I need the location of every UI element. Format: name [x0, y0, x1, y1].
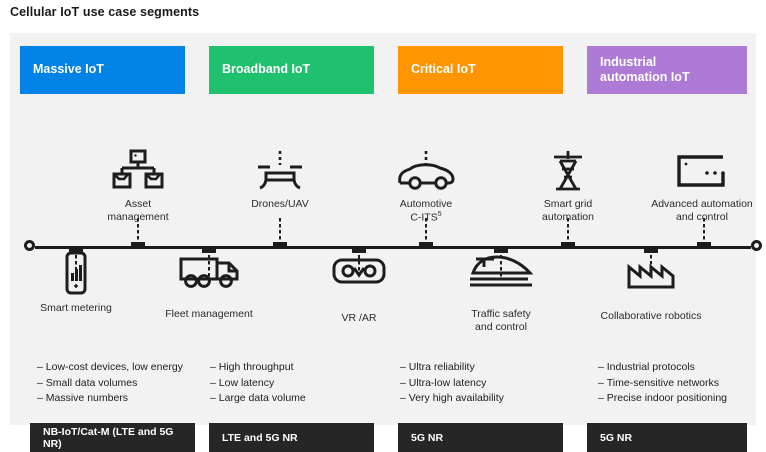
bullet-item: Massive numbers — [37, 391, 183, 407]
node-collaborative-robotics[interactable]: Collaborative robotics — [576, 253, 726, 323]
timeline-axis — [24, 240, 762, 251]
connector-stem-fleet-management — [202, 249, 216, 277]
connector-stem-automotive-cits — [419, 218, 433, 246]
technology-box-massive-iot: NB-IoT/Cat-M (LTE and 5G NR) — [30, 423, 195, 452]
bullet-item: Low-cost devices, low energy — [37, 360, 183, 376]
bullet-item: Ultra-low latency — [400, 376, 504, 392]
power-pylon-icon — [493, 141, 643, 193]
technology-label: NB-IoT/Cat-M (LTE and 5G NR) — [43, 425, 174, 450]
diagram-panel: Massive IoT Broadband IoT Critical IoT I… — [10, 33, 762, 452]
node-label: Automotive C-ITS5 — [399, 198, 453, 224]
node-traffic-safety-and-control[interactable]: Traffic safety and control — [426, 251, 576, 334]
node-label: Smart grid automation — [542, 198, 594, 224]
segment-chip-label: Industrial automation IoT — [600, 54, 690, 84]
segment-chip-row: Massive IoT Broadband IoT Critical IoT I… — [20, 46, 747, 94]
axis-line — [35, 246, 751, 249]
segment-chip-label: Critical IoT — [411, 62, 476, 77]
node-label: Advanced automation and control — [651, 198, 753, 224]
connector-stem-smart-grid-automation — [561, 218, 575, 246]
node-label: Fleet management — [165, 308, 253, 320]
bullet-item: Large data volume — [210, 391, 306, 407]
technology-box-broadband-iot: LTE and 5G NR — [209, 423, 374, 452]
node-label: Collaborative robotics — [600, 310, 702, 322]
car-icon — [351, 141, 501, 193]
node-advanced-automation-and-control[interactable]: Advanced automation and control — [627, 141, 766, 224]
connector-stem-traffic-safety — [494, 249, 508, 277]
node-vr-ar[interactable]: VR /AR — [284, 255, 434, 325]
node-label: VR /AR — [341, 312, 377, 324]
truck-icon — [134, 251, 284, 303]
node-drones-uav[interactable]: Drones/UAV — [205, 141, 355, 211]
smart-meter-icon — [1, 245, 151, 297]
bullet-list-critical-iot: Ultra reliability Ultra-low latency Very… — [400, 360, 504, 407]
segment-chip-label: Massive IoT — [33, 62, 104, 77]
technology-label: 5G NR — [411, 431, 444, 444]
node-smart-grid-automation[interactable]: Smart grid automation — [493, 141, 643, 224]
bullet-item: Time-sensitive networks — [598, 376, 727, 392]
connector-stem-collaborative-robotics — [644, 249, 658, 277]
axis-endpoint-left-icon — [24, 240, 35, 251]
bullet-item: Very high availability — [400, 391, 504, 407]
bullet-list-broadband-iot: High throughput Low latency Large data v… — [210, 360, 306, 407]
bullet-item: Low latency — [210, 376, 306, 392]
connector-stem-asset-management — [131, 218, 145, 246]
technology-box-critical-iot: 5G NR — [398, 423, 563, 452]
infographic-root: Cellular IoT use case segments Massive I… — [0, 0, 766, 434]
automation-panel-icon — [627, 141, 766, 193]
node-label: Asset management — [107, 198, 169, 224]
technology-box-industrial-automation-iot: 5G NR — [587, 423, 747, 452]
bullet-list-massive-iot: Low-cost devices, low energy Small data … — [37, 360, 183, 407]
network-devices-icon — [63, 141, 213, 193]
drone-icon — [205, 141, 355, 193]
connector-stem-drones-uav — [273, 218, 287, 246]
node-smart-metering[interactable]: Smart metering — [1, 245, 151, 315]
bullet-item: Small data volumes — [37, 376, 183, 392]
node-automotive-cits[interactable]: Automotive C-ITS5 — [351, 141, 501, 225]
connector-stem-advanced-automation — [697, 218, 711, 246]
node-label: Traffic safety and control — [471, 308, 531, 334]
bullet-item: High throughput — [210, 360, 306, 376]
node-fleet-management[interactable]: Fleet management — [134, 251, 284, 321]
footnote-marker: 5 — [437, 211, 442, 219]
bullet-item: Industrial protocols — [598, 360, 727, 376]
vr-headset-icon — [284, 255, 434, 307]
connector-stem-smart-metering — [69, 249, 83, 277]
node-label: Drones/UAV — [251, 198, 309, 210]
segment-chip-industrial-automation-iot[interactable]: Industrial automation IoT — [587, 46, 747, 94]
bullet-item: Ultra reliability — [400, 360, 504, 376]
connector-stem-vr-ar — [352, 249, 366, 277]
axis-endpoint-right-icon — [751, 240, 762, 251]
train-icon — [426, 251, 576, 303]
segment-chip-critical-iot[interactable]: Critical IoT — [398, 46, 563, 94]
technology-label: 5G NR — [600, 431, 633, 444]
bullet-item: Precise indoor positioning — [598, 391, 727, 407]
page-title: Cellular IoT use case segments — [10, 5, 200, 19]
node-label: Smart metering — [40, 302, 112, 314]
segment-chip-label: Broadband IoT — [222, 62, 311, 77]
segment-chip-broadband-iot[interactable]: Broadband IoT — [209, 46, 374, 94]
bullet-list-industrial-automation-iot: Industrial protocols Time-sensitive netw… — [598, 360, 727, 407]
segment-chip-massive-iot[interactable]: Massive IoT — [20, 46, 185, 94]
node-asset-management[interactable]: Asset management — [63, 141, 213, 224]
technology-label: LTE and 5G NR — [222, 431, 298, 444]
factory-icon — [576, 253, 726, 305]
